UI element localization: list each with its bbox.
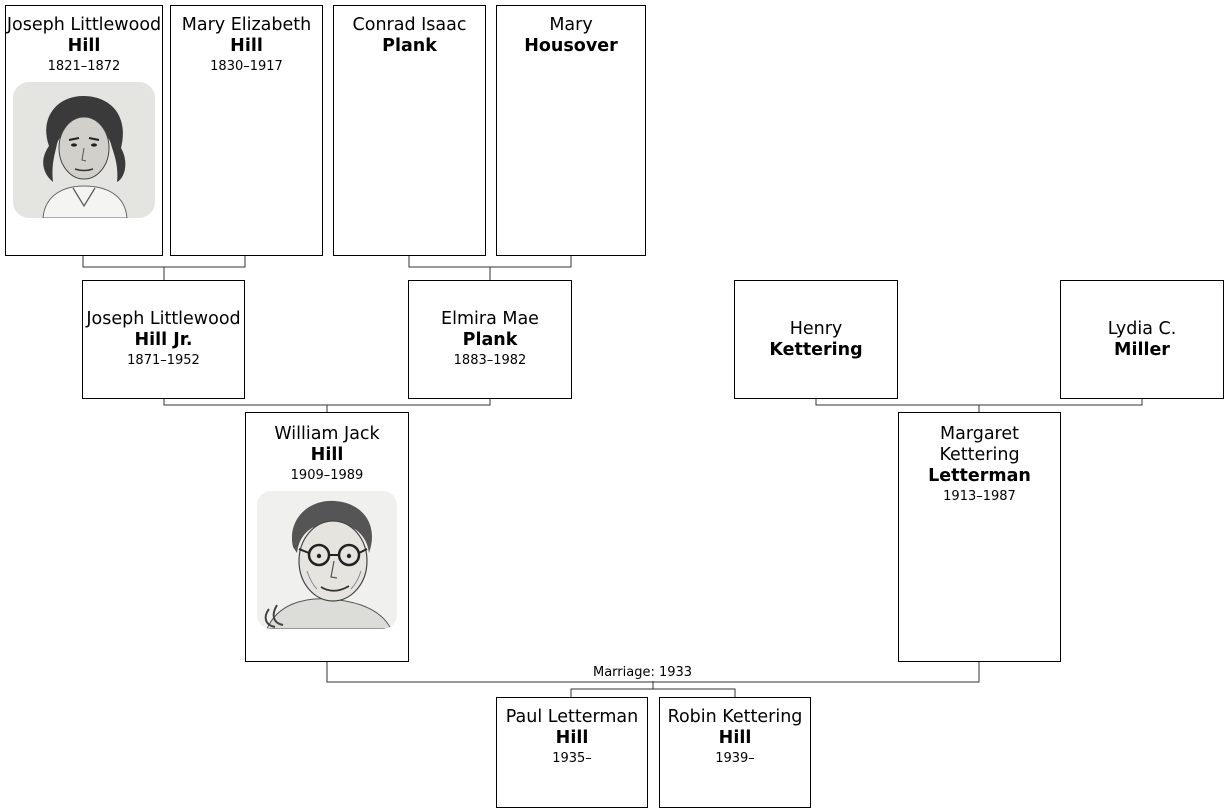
life-dates: 1871–1952 <box>127 353 200 368</box>
given-name: Paul Letterman <box>505 707 639 727</box>
surname: Plank <box>462 330 518 350</box>
person-card[interactable]: William Jack Hill 1909–1989 <box>245 412 409 662</box>
surname: Hill <box>230 36 263 56</box>
surname: Housover <box>524 36 618 56</box>
life-dates: 1913–1987 <box>943 489 1016 504</box>
portrait-image <box>257 491 397 629</box>
surname: Kettering <box>769 339 863 360</box>
life-dates: 1821–1872 <box>47 59 121 74</box>
person-card[interactable]: Paul Letterman Hill 1935– <box>496 697 648 808</box>
given-name: William Jack <box>274 424 380 444</box>
given-name: Joseph Littlewood <box>6 15 162 35</box>
portrait-image <box>13 82 155 218</box>
person-card[interactable]: Mary Elizabeth Hill 1830–1917 <box>170 5 323 256</box>
life-dates: 1830–1917 <box>210 59 283 74</box>
given-name: Robin Kettering <box>667 707 803 727</box>
life-dates: 1935– <box>552 751 592 766</box>
surname: Hill <box>555 728 589 748</box>
person-card[interactable]: Henry Kettering <box>734 280 898 399</box>
surname: Hill <box>310 445 344 465</box>
person-card[interactable]: Robin Kettering Hill 1939– <box>659 697 811 808</box>
surname: Miller <box>1114 339 1170 360</box>
life-dates: 1939– <box>715 751 755 766</box>
given-name: Conrad Isaac <box>352 15 467 35</box>
person-card[interactable]: Conrad Isaac Plank <box>333 5 486 256</box>
surname: Hill <box>67 36 101 56</box>
life-dates: 1883–1982 <box>453 353 527 368</box>
person-card[interactable]: Joseph Littlewood Hill 1821–1872 <box>5 5 163 256</box>
given-name: Mary <box>549 15 593 35</box>
life-dates: 1909–1989 <box>290 468 364 483</box>
marriage-label: Marriage: 1933 <box>592 665 694 681</box>
person-card[interactable]: Elmira Mae Plank 1883–1982 <box>408 280 572 399</box>
person-card[interactable]: Joseph Littlewood Hill Jr. 1871–1952 <box>82 280 245 399</box>
given-name: Margaret Kettering <box>939 424 1020 465</box>
given-name: Joseph Littlewood <box>86 309 241 329</box>
person-card[interactable]: Mary Housover <box>496 5 646 256</box>
surname: Hill Jr. <box>134 330 193 350</box>
surname: Letterman <box>928 466 1031 486</box>
surname: Plank <box>382 36 437 56</box>
given-name: Henry <box>789 318 843 339</box>
given-name: Lydia C. <box>1107 318 1177 339</box>
person-card[interactable]: Margaret Kettering Letterman 1913–1987 <box>898 412 1061 662</box>
person-card[interactable]: Lydia C. Miller <box>1060 280 1224 399</box>
surname: Hill <box>718 728 752 748</box>
given-name: Mary Elizabeth <box>181 15 312 35</box>
given-name: Elmira Mae <box>441 309 539 329</box>
